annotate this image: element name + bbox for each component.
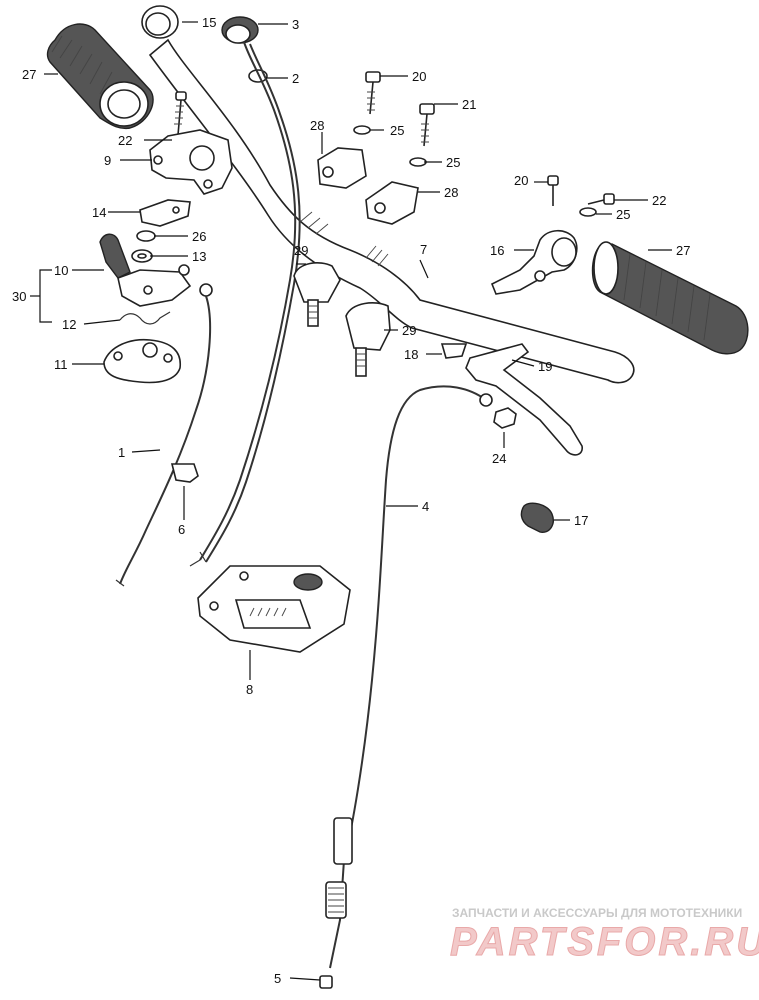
screw-20: [547, 175, 559, 206]
washer-25b: [409, 157, 427, 167]
washer-26: [136, 230, 156, 242]
watermark-logo: PARTSFOR.RU: [450, 920, 759, 964]
callout-6: 6: [178, 522, 185, 537]
watermark: ЗАПЧАСТИ И АКСЕССУАРЫ ДЛЯ МОТОТЕХНИКИ PA…: [450, 906, 759, 965]
bolt-21a: [365, 71, 381, 115]
handlebar: [148, 38, 635, 384]
right-grip: [591, 241, 749, 355]
switch-harness: [199, 41, 297, 561]
clamp-upper-1: [317, 147, 367, 189]
callout-labels: 15 3 2 27 22 9 14 26 13 10 30 12 11 1 6 …: [12, 15, 690, 986]
callout-25-a: 25: [390, 123, 404, 138]
callout-10: 10: [54, 263, 68, 278]
callout-29-a: 29: [294, 243, 308, 258]
switch-housing-8: [197, 565, 351, 653]
callout-28-a: 28: [310, 118, 324, 133]
lever-10: [99, 233, 213, 307]
screw-22: [587, 193, 615, 205]
washer-25a: [353, 125, 371, 135]
left-lever-bracket: [149, 129, 233, 195]
callout-27-left: 27: [22, 67, 36, 82]
callout-26: 26: [192, 229, 206, 244]
nut-24: [493, 407, 517, 429]
callout-25-b: 25: [446, 155, 460, 170]
callout-21-a: 20: [412, 69, 426, 84]
clutch-cable-4: [343, 385, 487, 861]
clamp-upper-2: [365, 181, 419, 225]
riser-upper: [293, 262, 341, 327]
screw-23: [174, 91, 187, 136]
riser-lower: [345, 302, 391, 377]
callout-25-c: 25: [616, 207, 630, 222]
callout-20: 20: [514, 173, 528, 188]
lower-housing-11: [103, 338, 181, 384]
watermark-tagline: ЗАПЧАСТИ И АКСЕССУАРЫ ДЛЯ МОТОТЕХНИКИ: [452, 906, 742, 920]
callout-3: 3: [292, 17, 299, 32]
callout-30: 30: [12, 289, 26, 304]
callout-7: 7: [420, 242, 427, 257]
washer-13: [131, 249, 153, 263]
callout-28-b: 28: [444, 185, 458, 200]
clutch-cable-lower: [329, 859, 345, 969]
cable-1: [119, 295, 212, 585]
callout-29-b: 29: [402, 323, 416, 338]
callout-21-b: 21: [462, 97, 476, 112]
clutch-lever-19: [465, 343, 583, 456]
callout-2: 2: [292, 71, 299, 86]
callout-24: 24: [492, 451, 506, 466]
callout-5: 5: [274, 971, 281, 986]
callout-17: 17: [574, 513, 588, 528]
callout-15: 15: [202, 15, 216, 30]
clip-18: [440, 343, 468, 359]
callout-1: 1: [118, 445, 125, 460]
handlebar-end-cap: [141, 5, 179, 39]
switch-boot: [221, 16, 259, 44]
callout-18: 18: [404, 347, 418, 362]
spring-12: [119, 311, 171, 325]
callout-14: 14: [92, 205, 106, 220]
callout-13: 13: [192, 249, 206, 264]
leader-lines: [30, 21, 672, 981]
callout-9: 9: [104, 153, 111, 168]
washer-25c: [579, 207, 597, 217]
callout-12: 12: [62, 317, 76, 332]
callout-27-right: 27: [676, 243, 690, 258]
callout-19: 19: [538, 359, 552, 374]
callout-4: 4: [422, 499, 429, 514]
callout-11: 11: [54, 357, 68, 372]
callout-23: 22: [118, 133, 132, 148]
bolt-21b: [419, 103, 435, 147]
callout-22: 22: [652, 193, 666, 208]
cable-end-5: [319, 975, 333, 989]
plate-14: [139, 199, 191, 227]
lever-holder-16: [490, 229, 578, 295]
cable-adjuster: [325, 817, 353, 919]
left-grip: [46, 23, 154, 130]
cable-holder-6: [170, 463, 199, 483]
callout-8: 8: [246, 682, 253, 697]
callout-16: 16: [490, 243, 504, 258]
cap-17: [520, 502, 554, 533]
